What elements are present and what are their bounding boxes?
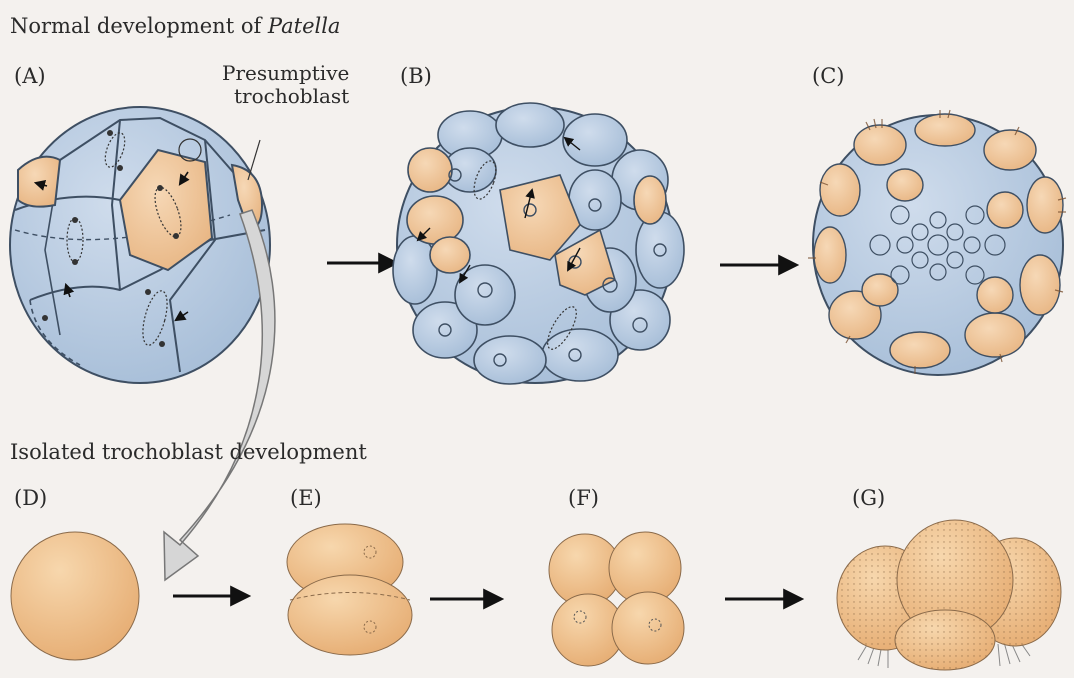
panel-label-d: (D) bbox=[14, 486, 47, 510]
panel-label-a: (A) bbox=[14, 64, 46, 88]
ciliated-cells-g bbox=[837, 520, 1061, 670]
annotation-line-1: Presumptive bbox=[222, 62, 349, 85]
annotation-line-2: trochoblast bbox=[222, 85, 349, 108]
isolated-cells-e bbox=[287, 524, 412, 655]
isolated-cells-f bbox=[549, 532, 684, 666]
panel-label-c: (C) bbox=[812, 64, 844, 88]
normal-heading-prefix: Normal development of bbox=[10, 14, 268, 38]
embryo-b bbox=[393, 103, 684, 384]
embryo-c bbox=[808, 110, 1066, 375]
genus-name: Patella bbox=[268, 14, 341, 38]
panel-label-e: (E) bbox=[290, 486, 322, 510]
panel-label-g: (G) bbox=[852, 486, 885, 510]
presumptive-trochoblast-label: Presumptive trochoblast bbox=[222, 62, 349, 108]
panel-label-b: (B) bbox=[400, 64, 432, 88]
isolated-development-heading: Isolated trochoblast development bbox=[10, 440, 367, 464]
isolated-cell-d bbox=[11, 532, 139, 660]
panel-label-f: (F) bbox=[568, 486, 599, 510]
embryo-a bbox=[10, 107, 270, 383]
normal-development-heading: Normal development of Patella bbox=[10, 14, 340, 38]
